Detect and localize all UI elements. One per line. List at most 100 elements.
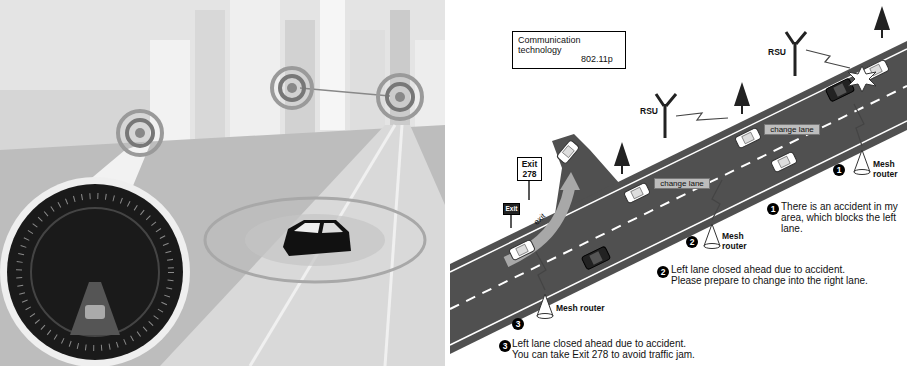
callout-number: 3 [512, 318, 524, 330]
dial-face [7, 184, 183, 360]
road-edge [450, 49, 907, 272]
rsu-antenna [656, 94, 676, 138]
router-body [704, 224, 720, 246]
car-body [581, 246, 611, 270]
target-ring [387, 84, 413, 110]
dial-road [70, 282, 120, 335]
callout-number: 2 [657, 266, 669, 278]
building [350, 30, 385, 130]
target-ring [272, 68, 312, 108]
lane-banner: change lane [764, 124, 820, 135]
car-roof [516, 244, 528, 256]
banner-text: change lane [655, 179, 709, 189]
speedometer [0, 177, 190, 366]
car-roof [778, 156, 790, 168]
protocol-label: 802.11p [581, 54, 625, 64]
router-base [854, 170, 870, 175]
callout-number: 3 [499, 340, 511, 352]
car-roof [631, 187, 643, 199]
mesh-router-icon [854, 150, 870, 175]
dial-ring [31, 208, 159, 336]
car-with-range [205, 198, 425, 282]
car-roof [833, 83, 846, 96]
cars [509, 59, 890, 270]
car [771, 151, 798, 172]
router-label: Mesh router [873, 159, 906, 179]
right-background [450, 0, 907, 366]
router-base [537, 314, 553, 319]
car-body [283, 220, 351, 256]
wireless-bolt [854, 104, 864, 146]
rsu-pole [664, 104, 667, 138]
sign-post [510, 215, 512, 228]
car-roof [562, 146, 574, 158]
tree [734, 82, 750, 106]
box-heading: Communication technology [518, 35, 624, 55]
router-label: Mesh router [722, 231, 755, 251]
mesh-router-icon [704, 224, 720, 249]
note-text: Left lane closed ahead due to accident. … [512, 338, 701, 360]
note-text: Left lane closed ahead due to accident. … [671, 264, 873, 286]
target-dot [395, 92, 405, 102]
car [825, 78, 855, 102]
range-ring [205, 198, 425, 282]
road-perspective [160, 125, 445, 366]
highway [450, 41, 907, 354]
sign-text: Exit 278 [518, 159, 541, 179]
road-edge [450, 121, 907, 345]
exit-arrow-label: exit [532, 212, 547, 227]
crash-burst [848, 66, 876, 92]
banner-text: change lane [765, 125, 819, 135]
rsu-label: RSU [640, 106, 658, 116]
signal-target [378, 75, 422, 119]
wireless-signals [520, 50, 864, 290]
target-dot [287, 83, 297, 93]
rsu-label: RSU [768, 47, 786, 57]
lane-banner: change lane [654, 178, 710, 189]
wireless-bolt [536, 252, 546, 290]
car [509, 239, 536, 260]
car-body [509, 239, 536, 260]
note-text: There is an accident in my area, which b… [781, 201, 905, 234]
ground [0, 125, 445, 366]
left-background [0, 0, 445, 366]
wireless-bolt [806, 50, 850, 68]
tree-trunk [741, 106, 743, 114]
target-dot [135, 128, 145, 138]
tree [874, 6, 890, 30]
signal-target [272, 68, 312, 108]
car-body [771, 151, 798, 172]
exit-arrow [506, 186, 570, 262]
target-ring [378, 75, 422, 119]
target-ring [280, 76, 304, 100]
car-roof [589, 251, 602, 264]
router-body [537, 294, 553, 316]
exit-arrowhead [560, 172, 580, 190]
mesh-router-icon [537, 294, 553, 319]
rsu-pole [794, 42, 797, 76]
lane-line [385, 125, 402, 366]
exit-sign: Exit 278 [517, 157, 542, 181]
lane-divider [450, 86, 907, 309]
car [556, 140, 579, 165]
target-ring [118, 111, 162, 155]
exit-small-sign: Exit [503, 203, 520, 215]
dial-rim [0, 177, 190, 366]
tree-trunk [881, 30, 883, 38]
wireless-bolt [712, 180, 722, 220]
trees [614, 6, 890, 174]
wireless-bolt [676, 113, 728, 120]
target-ring [127, 120, 153, 146]
sign-text: Exit [504, 205, 519, 213]
car-window [322, 223, 343, 233]
car-body [735, 127, 762, 148]
car [735, 127, 762, 148]
dial-car [85, 305, 105, 319]
building [195, 10, 225, 160]
building [230, 0, 280, 140]
legend-box: Communication technology802.11p [512, 31, 626, 69]
tree [614, 142, 630, 166]
car-window [294, 223, 320, 233]
